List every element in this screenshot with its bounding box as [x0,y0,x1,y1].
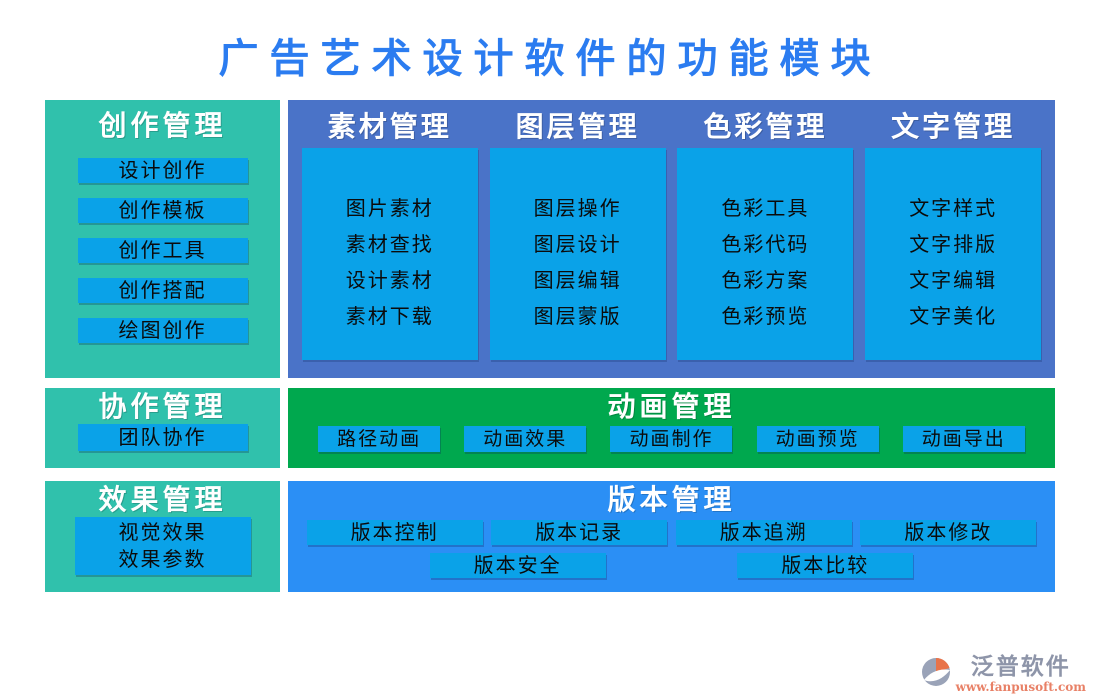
text-management-subpanel: 文字样式 文字排版 文字编辑 文字美化 [865,148,1042,360]
button-version-control[interactable]: 版本控制 [306,520,483,545]
layer-management-column: 图层管理 图层操作 图层设计 图层编辑 图层蒙版 [489,106,666,360]
main-modules-panel: 素材管理 图片素材 素材查找 设计素材 素材下载 图层管理 图层操作 图层设计 … [288,100,1055,378]
creation-button-list: 设计创作 创作模板 创作工具 创作搭配 绘图创作 [45,158,280,343]
button-animation-export[interactable]: 动画导出 [902,426,1025,452]
item-effect-parameters: 效果参数 [118,547,207,571]
item-text-style: 文字样式 [909,196,998,220]
layer-management-subpanel: 图层操作 图层设计 图层编辑 图层蒙版 [489,148,666,360]
animation-management-panel: 动画管理 路径动画 动画效果 动画制作 动画预览 动画导出 [288,388,1055,468]
item-text-layout: 文字排版 [909,232,998,256]
version-management-title: 版本管理 [607,483,736,516]
button-version-record[interactable]: 版本记录 [491,520,668,545]
brand-website: www.fanpusoft.com [955,680,1086,694]
item-visual-effects: 视觉效果 [118,520,207,544]
color-management-title: 色彩管理 [703,110,828,143]
item-picture-material: 图片素材 [345,196,434,220]
button-path-animation[interactable]: 路径动画 [318,426,441,452]
button-version-compare[interactable]: 版本比较 [737,553,914,578]
button-creation-tools[interactable]: 创作工具 [77,238,248,263]
button-animation-effects[interactable]: 动画效果 [464,426,587,452]
item-layer-mask: 图层蒙版 [533,304,622,328]
button-creation-matching[interactable]: 创作搭配 [77,278,248,303]
item-text-beautify: 文字美化 [909,304,998,328]
text-management-column: 文字管理 文字样式 文字排版 文字编辑 文字美化 [865,106,1042,360]
collaboration-management-panel: 协作管理 团队协作 [45,388,280,468]
item-material-download: 素材下载 [345,304,434,328]
item-color-preview: 色彩预览 [721,304,810,328]
color-management-column: 色彩管理 色彩工具 色彩代码 色彩方案 色彩预览 [677,106,854,360]
item-color-tools: 色彩工具 [721,196,810,220]
version-management-panel: 版本管理 版本控制 版本记录 版本追溯 版本修改 版本安全 版本比较 [288,481,1055,592]
item-layer-operation: 图层操作 [533,196,622,220]
material-management-column: 素材管理 图片素材 素材查找 设计素材 素材下载 [301,106,478,360]
button-version-trace[interactable]: 版本追溯 [675,520,852,545]
button-version-security[interactable]: 版本安全 [429,553,606,578]
brand-name: 泛普软件 [970,653,1071,680]
brand-text-group: 泛普软件 www.fanpusoft.com [955,653,1086,695]
button-animation-preview[interactable]: 动画预览 [756,426,879,452]
animation-button-row: 路径动画 动画效果 动画制作 动画预览 动画导出 [288,426,1055,452]
button-design-creation[interactable]: 设计创作 [77,158,248,183]
button-creation-template[interactable]: 创作模板 [77,198,248,223]
brand-logo: 泛普软件 www.fanpusoft.com [920,654,1086,694]
fanpu-logo-icon [921,657,950,686]
creation-management-title: 创作管理 [98,109,227,142]
button-animation-production[interactable]: 动画制作 [610,426,733,452]
collaboration-management-title: 协作管理 [98,390,227,423]
page-title: 广告艺术设计软件的功能模块 [218,35,882,82]
button-drawing-creation[interactable]: 绘图创作 [77,318,248,343]
creation-management-panel: 创作管理 设计创作 创作模板 创作工具 创作搭配 绘图创作 [45,100,280,378]
effects-management-panel: 效果管理 视觉效果 效果参数 [45,481,280,592]
effects-items-box[interactable]: 视觉效果 效果参数 [74,517,251,575]
effects-management-title: 效果管理 [98,483,227,516]
material-management-subpanel: 图片素材 素材查找 设计素材 素材下载 [301,148,478,360]
version-button-grid: 版本控制 版本记录 版本追溯 版本修改 版本安全 版本比较 [288,520,1055,578]
button-team-collaboration[interactable]: 团队协作 [77,424,248,451]
color-management-subpanel: 色彩工具 色彩代码 色彩方案 色彩预览 [677,148,854,360]
item-design-material: 设计素材 [345,268,434,292]
material-management-title: 素材管理 [327,110,452,143]
item-layer-edit: 图层编辑 [533,268,622,292]
item-color-code: 色彩代码 [721,232,810,256]
animation-management-title: 动画管理 [607,390,736,423]
text-management-title: 文字管理 [891,110,1016,143]
layer-management-title: 图层管理 [515,110,640,143]
button-version-modify[interactable]: 版本修改 [860,520,1037,545]
item-layer-design: 图层设计 [533,232,622,256]
item-color-scheme: 色彩方案 [721,268,810,292]
item-material-search: 素材查找 [345,232,434,256]
item-text-edit: 文字编辑 [909,268,998,292]
